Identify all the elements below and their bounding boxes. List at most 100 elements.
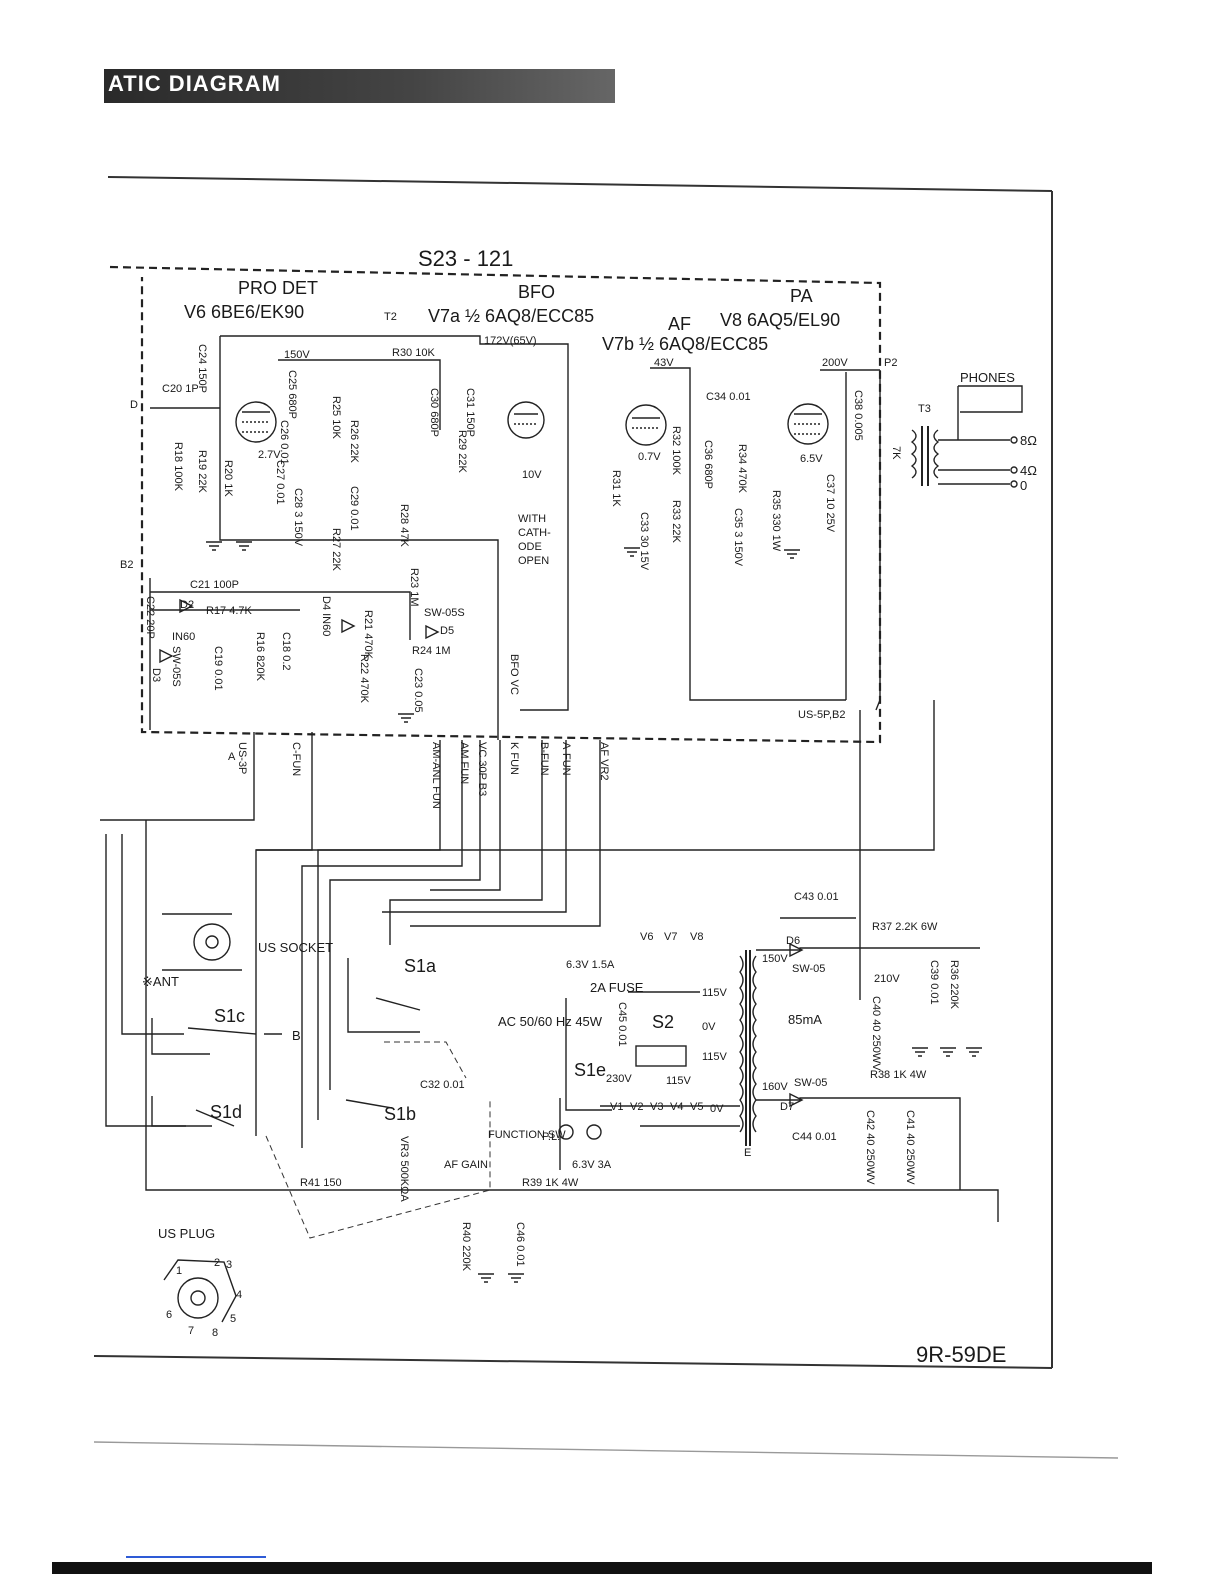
t2-label: T2: [384, 311, 397, 323]
voltage-85ma: 85mA: [788, 1012, 822, 1027]
voltage-labels: 150V 172V(65V) 43V 200V 2.7V 10V 0.7V 6.…: [258, 335, 848, 481]
r27-label: R27 22K: [330, 528, 342, 571]
conn-bfun: B-FUN: [538, 742, 550, 776]
model-code: 9R-59DE: [916, 1342, 1006, 1367]
d2-label: D2: [180, 599, 194, 611]
r17-label: R17 4.7K: [206, 605, 253, 617]
plug-pin-2: 2: [214, 1257, 220, 1269]
voltage-2-7v: 2.7V: [258, 449, 281, 461]
b-output-label: B: [292, 1028, 301, 1043]
wiring-harness: [100, 700, 999, 1239]
us-socket: [162, 913, 242, 971]
c46-label: C46 0.01: [514, 1222, 526, 1267]
r33-label: R33 22K: [670, 500, 682, 543]
d7-label: D7: [780, 1101, 794, 1113]
bfo-tube: V7a ½ 6AQ8/ECC85: [428, 306, 594, 326]
sw05b-label: SW-05: [794, 1077, 827, 1089]
tube-v5-label: V5: [690, 1101, 703, 1113]
tube-v6-label: V6: [640, 931, 653, 943]
switch-wafers: [151, 958, 421, 1127]
phones-4ohm: 4Ω: [1020, 463, 1037, 478]
cathode-note-2: CATH-: [518, 527, 551, 539]
r25-label: R25 10K: [330, 396, 342, 439]
tube-v8-label: V8: [690, 931, 703, 943]
phones-8ohm: 8Ω: [1020, 433, 1037, 448]
v0a-label: 0V: [702, 1021, 716, 1033]
s1b-label: S1b: [384, 1104, 416, 1124]
pl-label: P.L.: [542, 1131, 560, 1143]
sw05a-label: SW-05: [792, 963, 825, 975]
c31-label: C31 150P: [464, 388, 476, 437]
c23-label: C23 0.05: [412, 668, 424, 713]
voltage-43v: 43V: [654, 357, 674, 369]
e-label: E: [744, 1147, 751, 1159]
r36-label: R36 220K: [948, 960, 960, 1010]
voltage-210v: 210V: [874, 973, 900, 985]
s1e-label: S1e: [574, 1060, 606, 1080]
function-sw-label: FUNCTION SW: [488, 1129, 566, 1141]
s1d-label: S1d: [210, 1102, 242, 1122]
r20-label: R20 1K: [222, 460, 234, 497]
c34-label: C34 0.01: [706, 391, 751, 403]
r39-label: R39 1K 4W: [522, 1177, 579, 1189]
prod-det-tube: V6 6BE6/EK90: [184, 302, 304, 322]
us-plug: [163, 1259, 237, 1323]
r19-label: R19 22K: [196, 450, 208, 493]
tube-v7-label: V7: [664, 931, 677, 943]
cathode-note-4: OPEN: [518, 555, 549, 567]
v115c-label: 115V: [666, 1075, 692, 1087]
us-plug-label: US PLUG: [158, 1226, 215, 1241]
r29-label: R29 22K: [456, 430, 468, 473]
c25-label: C25 680P: [286, 370, 298, 419]
r35-label: R35 330 1W: [770, 490, 782, 552]
output-transformer: [875, 370, 1023, 711]
phones-0: 0: [1020, 478, 1027, 493]
power-labels: 6.3V 1.5A 2A FUSE AC 50/60 Hz 45W 115V 0…: [460, 891, 960, 1272]
c22-label: C22 20P: [144, 596, 156, 639]
unit-boundary: [109, 265, 882, 744]
voltage-10v: 10V: [522, 469, 542, 481]
v115b-label: 115V: [702, 1051, 728, 1063]
page-title: ATIC DIAGRAM: [108, 71, 281, 96]
plug-pin-8: 8: [212, 1327, 218, 1339]
detector-section: [149, 578, 440, 730]
c37-label: C37 10 25V: [824, 474, 836, 533]
voltage-150v-b: 150V: [762, 953, 788, 965]
d5-type: SW-05S: [424, 607, 465, 619]
heater-label: 6.3V 1.5A: [566, 959, 615, 971]
phones-label: PHONES: [960, 370, 1015, 385]
c43-label: C43 0.01: [794, 891, 839, 903]
voltage-200v: 200V: [822, 357, 848, 369]
v0b-label: 0V: [710, 1103, 724, 1115]
conn-cfun: C-FUN: [290, 742, 302, 776]
d3-type: SW-05S: [170, 646, 182, 687]
switch-labels: S1a S1c S1d S1b S1e S2 FUNCTION SW AF GA…: [210, 956, 674, 1202]
d-label: D: [130, 399, 138, 411]
s2-label: S2: [652, 1012, 674, 1032]
r30-label: R30 10K: [392, 347, 435, 359]
plug-pin-5: 5: [230, 1313, 236, 1325]
c38-label: C38 0.005: [852, 390, 864, 441]
c41-label: C41 40 250WV: [904, 1110, 916, 1185]
conn-vc30p: VC 30P B3: [476, 742, 488, 796]
pa-tube: V8 6AQ5/EL90: [720, 310, 840, 330]
c35-label: C35 3 150V: [732, 508, 744, 567]
footer-bar: [52, 1562, 1152, 1574]
v230-label: 230V: [606, 1073, 632, 1085]
us-socket-label: US SOCKET: [258, 940, 333, 955]
fuse-label: 2A FUSE: [590, 980, 644, 995]
c32-label: C32 0.01: [420, 1079, 465, 1091]
c39-label: C39 0.01: [928, 960, 940, 1005]
p2-label: P2: [884, 357, 897, 369]
c27-label: C27 0.01: [274, 460, 286, 505]
s1c-label: S1c: [214, 1006, 245, 1026]
v115a-label: 115V: [702, 987, 728, 999]
t3-impedance: 7K: [890, 446, 902, 460]
pa-title: PA: [790, 286, 813, 306]
c26-label: C26 0.01: [278, 420, 290, 465]
c19-label: C19 0.01: [212, 646, 224, 691]
conn-us5p: US-5P,B2: [798, 709, 846, 721]
r21-label: R21 470K: [362, 610, 374, 660]
r24-label: R24 1M: [412, 645, 451, 657]
